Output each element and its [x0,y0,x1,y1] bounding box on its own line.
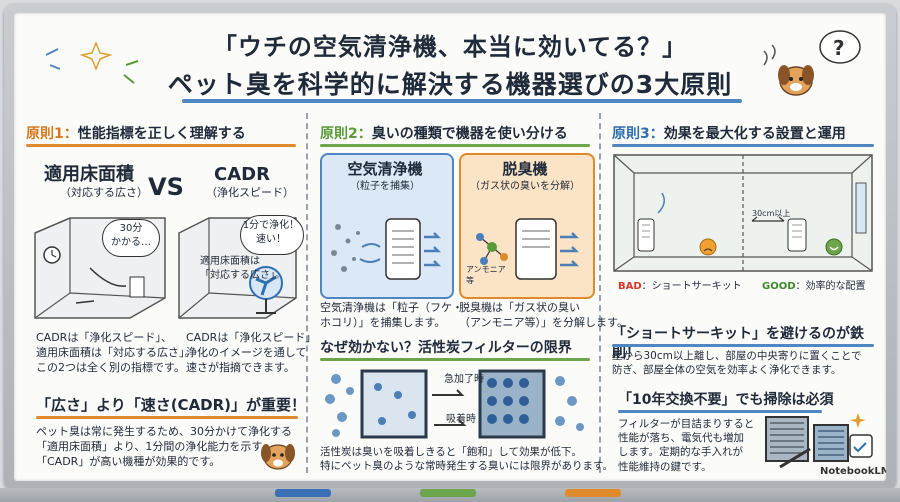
principle1-prefix: 原則1： [26,126,78,142]
speed-over-size-heading: 「広さ」より「速さ(CADR)」が重要！ [36,396,307,414]
principle3-title: 効果を最大化する設置と運用 [663,126,846,142]
floor-area-subtitle: （対応する広さ） [60,186,148,199]
deodorizer-subtitle: （ガス状の臭いを分解） [470,181,580,192]
bad-text: ：ショートサーキット [641,281,742,292]
ammonia-label: アンモニア 等 [466,265,506,285]
air-purifier-desc: 空気清浄機は「粒子（フケ・ ホコリ）」を捕集します。 [320,301,463,329]
good-text: ：効率的な配置 [795,281,866,292]
fast-bubble-text: 1分で浄化！ 速い！ [242,220,300,245]
air-purifier-icon [331,218,442,280]
orange-marker [565,489,621,497]
distance-label: 30cm以上 [752,209,791,218]
principle1-title: 性能指標を正しく理解する [77,126,246,142]
filter-heading-underline [618,410,822,413]
principle2-title: 臭いの種類で機器を使い分ける [371,126,568,142]
principle2-prefix: 原則2： [320,126,372,142]
principle1-underline [26,144,296,147]
principle3-underline [612,144,874,147]
green-marker [420,489,476,497]
svg-text:?: ? [833,36,845,60]
carbon-filter-body: 活性炭は臭いを吸着しきると「飽和」して効果が低下。 特にペット臭のような常時発生… [320,446,613,473]
short-circuit-heading: 「ショートサーキット」を避けるのが鉄則！ [612,326,864,361]
sparkle-doodles-icon [45,40,139,84]
principle1-desc-right: CADRは「浄化スピード」 浄化のイメージを通して 速さが指摘できます。 [186,331,317,374]
column-divider [599,113,601,473]
good-label: GOOD [762,281,796,292]
filter-cleaning-body: フィルターが目詰まりすると 性能が落ち、電気代も増加 します。定期的な手入れが … [618,418,755,473]
air-purifier-subtitle: （粒子を捕集） [350,181,420,192]
vs-label: VS [148,173,184,201]
blue-marker [275,489,331,497]
principle3-heading: 原則3：効果を最大化する設置と運用 [612,123,846,143]
filter-cleaning-heading: 「10年交換不要」でも掃除は必須 [618,392,834,408]
principle1-desc-left: CADRは「浄化スピード」、 適用床面積は「対応する広さ」。 この2つは全く別の… [36,331,196,374]
saturation-label-1: 急加了時 [444,374,484,385]
saturation-label-2: 吸着時 [446,414,476,425]
good-placement-caption: GOOD：効率的な配置 [762,280,866,294]
deodorizer-desc: 脱臭機は「ガス状の臭い （アンモニア等）」を分解します。 [459,301,628,329]
carbon-filter-illustration [325,369,584,439]
principle3-prefix: 原則3： [612,126,664,142]
filter-vacuum-icon [765,413,873,469]
carbon-filter-heading: なぜ効かない？活性炭フィルターの限界 [320,340,572,356]
air-purifier-card [320,153,454,299]
principle2-underline [320,144,590,147]
title-underline [182,99,742,103]
room-note: 適用床面積は 「対応する広さ」。 [200,256,285,281]
dog-icon [261,444,295,470]
short-circuit-underline [612,344,874,347]
bad-placement-caption: BAD：ショートサーキット [618,280,742,294]
principle1-heading: 原則1：性能指標を正しく理解する [26,123,246,143]
carbon-heading-underline [320,358,590,361]
speed-over-size-body: ペット臭は常に発生するため、30分かけて浄化する 「適用床面積」より、1分間の浄… [36,425,292,468]
whiteboard: 「ウチの空気清浄機、本当に効いてる？」 ペット臭を科学的に解決する機器選びの3大… [14,13,886,481]
air-purifier-title: 空気清浄機 [347,160,423,178]
cadr-subtitle: （浄化スピード） [206,186,294,199]
short-circuit-body: 壁から30cm以上離し、部屋の中央寄りに置くことで 防ぎ、部屋全体の空気を効率よ… [612,350,862,377]
column-divider [306,113,308,473]
slow-bubble-text: 30分 かかる… [111,223,151,248]
brand-label: NotebookLM [820,466,886,477]
principle2-heading: 原則2：臭いの種類で機器を使い分ける [320,123,568,143]
slow-speech-bubble [102,219,160,257]
bad-label: BAD [618,281,642,292]
page-title: 「ウチの空気清浄機、本当に効いてる？」 [212,33,688,61]
deodorizer-title: 脱臭機 [502,160,548,178]
dog-question-icon: ? [763,30,861,96]
floor-area-title: 適用床面積 [44,164,134,185]
fast-speech-bubble [240,215,304,255]
page-subtitle: ペット臭を科学的に解決する機器選びの3大原則 [167,70,733,99]
deodorizer-icon [476,218,580,280]
room-placement-illustration [613,154,873,272]
cadr-title: CADR [214,164,270,185]
speed-heading-underline [36,416,298,419]
